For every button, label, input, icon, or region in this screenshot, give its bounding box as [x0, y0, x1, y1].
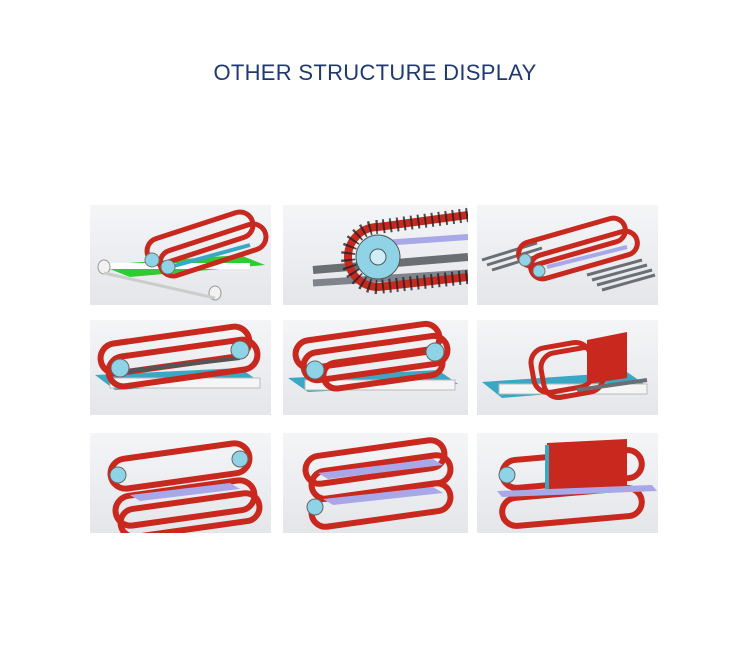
gallery-image-2	[283, 205, 468, 305]
gallery-image-5	[283, 320, 468, 415]
page-title: OTHER STRUCTURE DISPLAY	[213, 60, 537, 85]
gallery-image-4	[90, 320, 271, 415]
belt-over-green-conveyor-illustration	[97, 209, 269, 301]
gallery-image-1	[90, 205, 271, 305]
triple-track-on-blue-frame-illustration	[288, 320, 458, 392]
stacked-double-tracks-illustration	[107, 440, 263, 533]
closeup-brush-track-illustration	[312, 208, 468, 295]
stacked-tracks-purple-belts-illustration	[302, 437, 454, 530]
gallery-image-7	[90, 433, 271, 533]
gallery-image-9	[477, 433, 658, 533]
track-over-roller-bed-illustration	[481, 215, 656, 292]
stacked-tracks-red-panel-illustration	[497, 439, 657, 529]
track-with-red-pusher-plate-illustration	[482, 332, 648, 400]
gallery-image-3	[477, 205, 658, 305]
gallery-image-6	[477, 320, 658, 415]
double-track-on-blue-frame-illustration	[95, 323, 261, 390]
gallery-image-8	[283, 433, 468, 533]
